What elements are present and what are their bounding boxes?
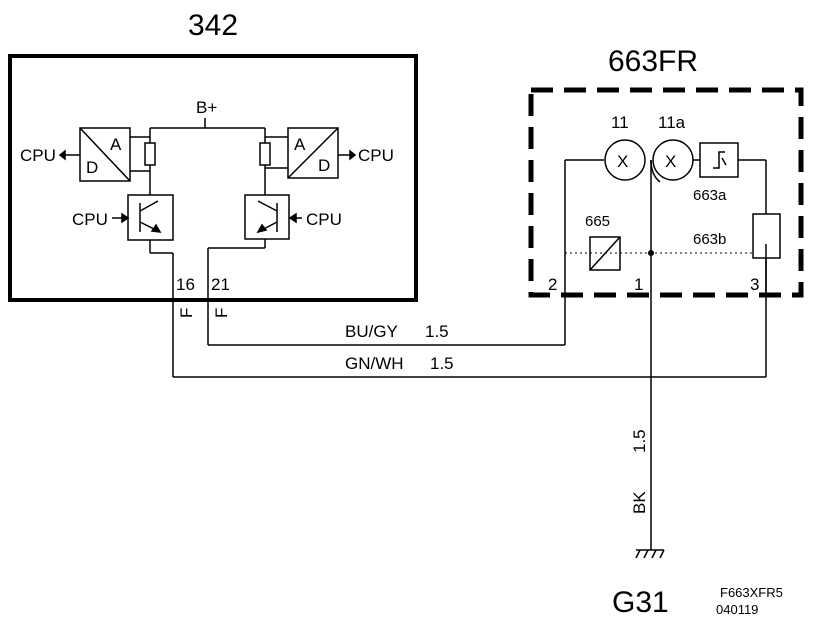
wire-bu-gy [207, 160, 566, 346]
component-665-label: 665 [585, 213, 610, 230]
component-663b-label: 663b [693, 231, 726, 248]
module-342-label: 342 [188, 9, 238, 42]
adc-right-arrow-icon [338, 149, 357, 161]
pin-16-mark: F [177, 308, 196, 318]
transistor-left [112, 194, 174, 302]
adc-right-d: D [318, 156, 330, 175]
bulb-11-label: 11 [611, 113, 629, 132]
pin-3: 3 [750, 275, 759, 294]
ground-label: G31 [612, 586, 669, 619]
resistor-right [259, 142, 271, 166]
wire-bu-gy-color: BU/GY [345, 322, 398, 341]
adc-left-d: D [86, 158, 98, 177]
wire-bk-color: BK [630, 491, 649, 514]
adc-left-arrow-icon [58, 149, 80, 161]
wire-bk-size: 1.5 [630, 429, 649, 453]
ground-symbol-icon [635, 549, 665, 559]
bulb-11a-label: 11a [658, 113, 686, 132]
bulb-11a-symbol: X [665, 152, 676, 171]
module-663fr-label: 663FR [608, 45, 698, 78]
flasher-663a-icon [699, 142, 739, 178]
wire-gn-wh-size: 1.5 [430, 354, 454, 373]
pin-1: 1 [634, 275, 643, 294]
internal-dotted-link [565, 250, 753, 256]
wire-bu-gy-size: 1.5 [425, 322, 449, 341]
module-663fr-box [528, 87, 804, 298]
adc-right [287, 127, 339, 179]
pin-16: 16 [176, 275, 195, 294]
module-342-box [8, 54, 418, 302]
wire-gn-wh-color: GN/WH [345, 354, 404, 373]
bulb-11-icon [604, 139, 646, 181]
wire-gn-wh [172, 244, 767, 378]
component-663a-label: 663a [693, 187, 727, 204]
supply-bus [130, 118, 288, 195]
adc-right-a: A [294, 135, 306, 154]
resistor-left [144, 142, 156, 166]
pin-21: 21 [211, 275, 230, 294]
adc-left-cpu: CPU [20, 146, 56, 165]
diagram-code: F663XFR5 [720, 585, 783, 600]
bulb-11-symbol: X [617, 152, 628, 171]
bulb-row-wiring [565, 159, 767, 214]
transistor-right-cpu: CPU [306, 210, 342, 229]
transistor-right [207, 194, 302, 302]
pin-21-mark: F [212, 308, 231, 318]
adc-right-cpu: CPU [358, 146, 394, 165]
bulb-11a-icon [652, 139, 694, 181]
diagram-date: 040119 [716, 602, 758, 617]
supply-label: B+ [196, 98, 217, 117]
pin-2: 2 [548, 275, 557, 294]
transistor-left-cpu: CPU [72, 210, 108, 229]
adc-left-a: A [110, 135, 122, 154]
